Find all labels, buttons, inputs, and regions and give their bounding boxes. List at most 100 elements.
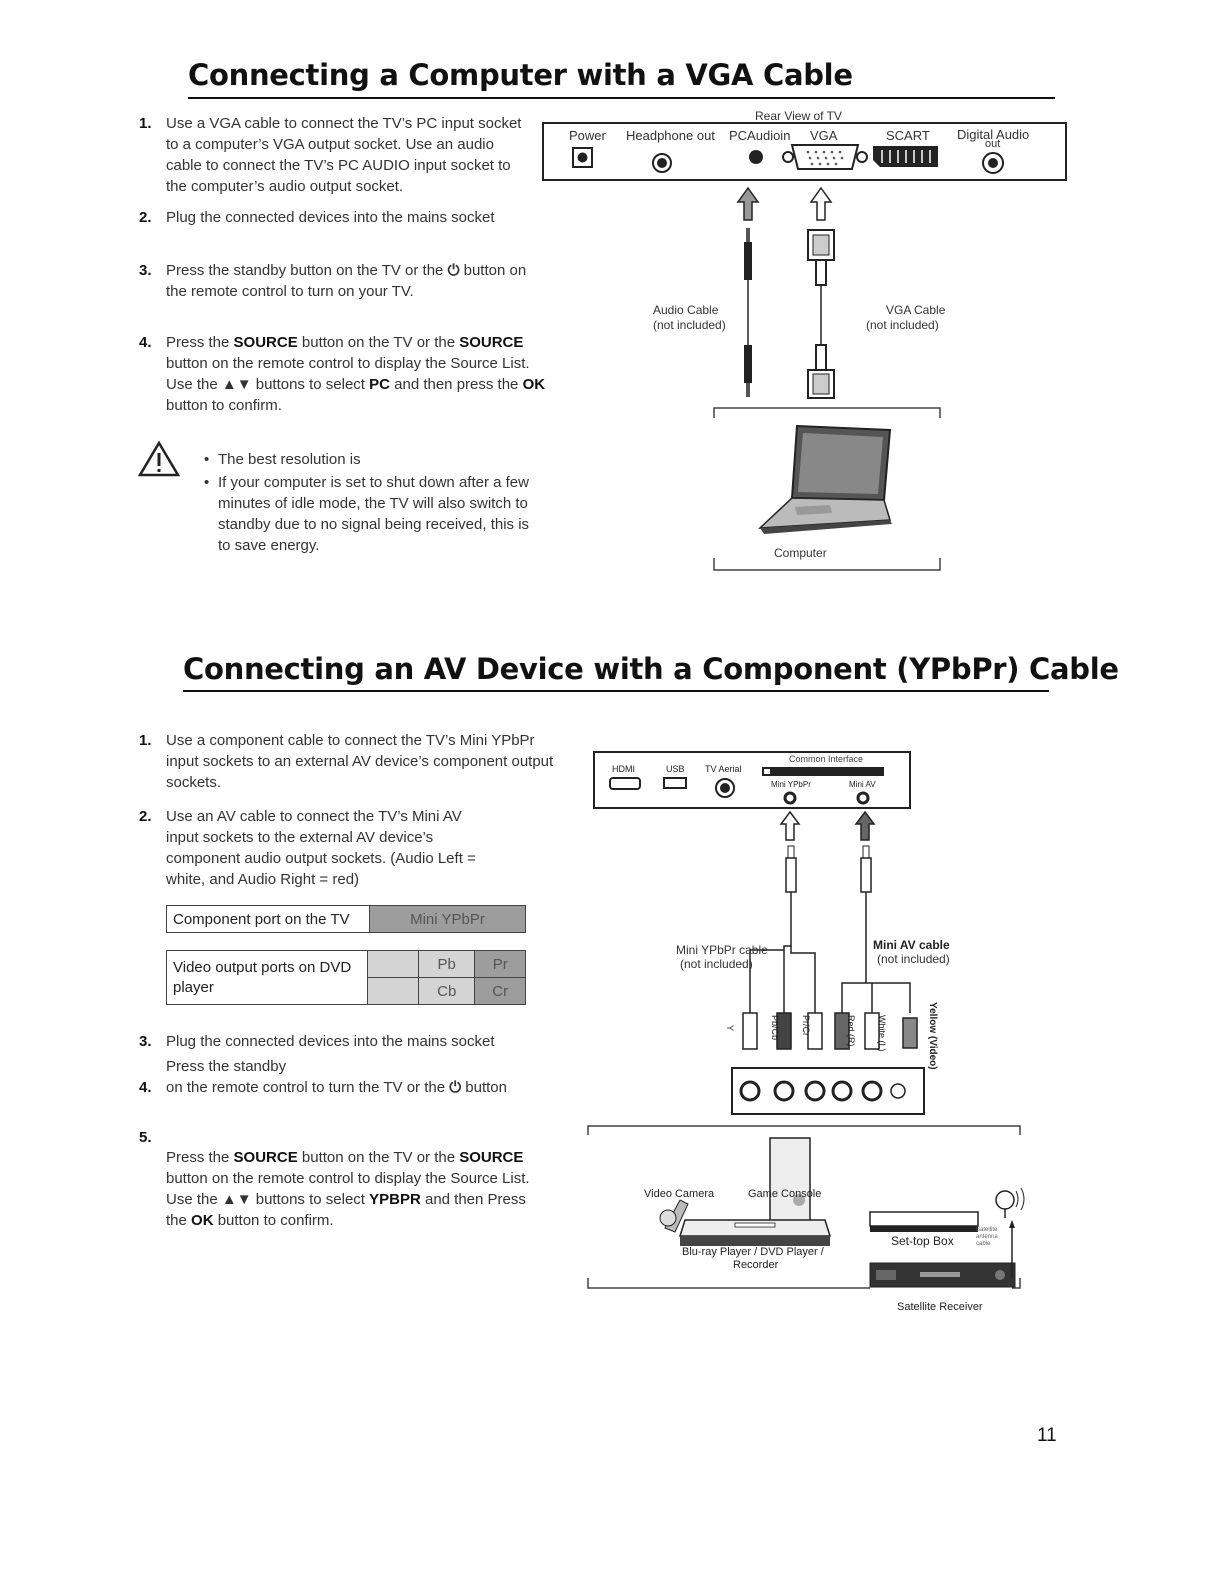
s2-step5-b: button on the TV or the: [297, 1149, 460, 1166]
plug-label-yellow: Yellow (Video): [927, 1002, 938, 1070]
av-cable-label: Mini AV cable: [873, 938, 950, 952]
set-top-box-label: Set-top Box: [891, 1234, 954, 1248]
component-port-value: Mini YPbPr: [369, 905, 526, 933]
s1-step4-d: and then press the: [389, 376, 523, 393]
s1-step1-num: 1.: [139, 115, 152, 132]
usb-port-icon: [663, 777, 687, 789]
s2-step1: 1. Use a component cable to connect the …: [139, 730, 559, 793]
video-camera-label: Video Camera: [644, 1188, 715, 1200]
source-keyword-4: SOURCE: [459, 1149, 524, 1166]
note-item: •The best resolution is: [204, 451, 361, 468]
cell-pb: Pb: [417, 950, 476, 978]
ypbpr-cable-label: Mini YPbPr cable: [676, 943, 768, 957]
satellite-receiver-icon: [869, 1262, 1016, 1288]
port-scart-label: SCART: [886, 128, 930, 143]
s2-step3: 3. Plug the connected devices into the m…: [139, 1031, 559, 1052]
s1-step1-text: Use a VGA cable to connect the TV’s PC i…: [166, 115, 522, 195]
ok-keyword-2: OK: [191, 1212, 214, 1229]
set-top-box-icon: [869, 1211, 979, 1232]
component-port-table: Component port on the TV Mini YPbPr: [166, 905, 526, 933]
plug-label-red: Red (R): [846, 1015, 856, 1047]
s1-step4-num: 4.: [139, 334, 152, 351]
dvd-player-icon: [678, 1219, 832, 1246]
plug-label-pr: Pr/Cr: [801, 1015, 811, 1036]
computer-label: Computer: [774, 546, 827, 560]
dvd-player-label: Blu-ray Player / DVD Player /: [682, 1246, 824, 1258]
cell-y2: [367, 977, 419, 1005]
component-port-label: Component port on the TV: [166, 905, 370, 933]
s1-step3: 3. Press the standby button on the TV or…: [139, 260, 539, 302]
video-output-table: Video output ports on DVD player Pb Pr C…: [166, 950, 526, 1005]
s2-step4-line2b: button: [461, 1079, 507, 1096]
vga-cable-note: (not included): [866, 318, 939, 332]
ypbpr-arrow-icon: [779, 810, 801, 841]
cell-cr: Cr: [474, 977, 526, 1005]
port-digital-audio-label: Digital Audio: [957, 127, 1030, 142]
tv-rear-panel: [542, 122, 1067, 181]
section1-title: Connecting a Computer with a VGA Cable: [188, 58, 853, 92]
power-icon: ⏻: [447, 262, 460, 279]
s2-step4-line1: Press the standby: [166, 1058, 287, 1075]
s2-step2-text: Use an AV cable to connect the TV’s Mini…: [166, 808, 476, 888]
s2-step4: Press the standby 4. on the remote contr…: [139, 1056, 559, 1098]
cell-cb: Cb: [417, 977, 476, 1005]
s1-step4-e: button to confirm.: [166, 397, 282, 414]
s1-notes: •The best resolution is •If your compute…: [204, 449, 534, 556]
tv-side-panel: [593, 751, 911, 809]
satellite-dish-icon: [995, 1187, 1025, 1278]
audio-arrow-icon: [736, 186, 760, 221]
vga-connection-diagram: [713, 186, 941, 571]
vga-cable-label: VGA Cable: [886, 303, 946, 317]
s2-step1-num: 1.: [139, 732, 152, 749]
laptop-icon: [757, 424, 892, 534]
section2-title-rule: [183, 690, 1049, 692]
game-console-icon: [769, 1137, 811, 1235]
s1-step2-num: 2.: [139, 209, 152, 226]
port-power-label: Power: [569, 128, 606, 143]
s2-step2: 2. Use an AV cable to connect the TV’s M…: [139, 806, 479, 890]
audio-cable-note: (not included): [653, 318, 726, 332]
rear-view-label: Rear View of TV: [755, 109, 842, 123]
s2-step3-text: Plug the connected devices into the main…: [166, 1033, 495, 1050]
mini-av-label: Mini AV: [849, 780, 876, 789]
plug-label-y: Y: [725, 1025, 735, 1032]
port-digital-audio-label-2: out: [985, 138, 1001, 150]
s2-step5: Press the SOURCE button on the TV or the…: [139, 1147, 539, 1231]
tv-aerial-label: TV Aerial: [705, 764, 742, 774]
component-connection-diagram: [587, 810, 1025, 1289]
note-item: •If your computer is set to shut down af…: [204, 474, 530, 554]
ypbpr-cable-note: (not included): [680, 957, 753, 971]
s2-step5-c: button on the remote control to display …: [166, 1170, 530, 1208]
usb-label: USB: [666, 764, 685, 774]
s2-step5-num: 5.: [139, 1129, 152, 1146]
common-interface-label: Common Interface: [789, 754, 864, 764]
satellite-receiver-label: Satellite Receiver: [897, 1301, 983, 1313]
section2-title: Connecting an AV Device with a Component…: [183, 652, 1119, 686]
cell-y: [367, 950, 419, 978]
s2-step4-num: 4.: [139, 1079, 152, 1096]
note-text-2: If your computer is set to shut down aft…: [218, 474, 530, 554]
source-keyword: SOURCE: [233, 334, 298, 351]
hdmi-port-icon: [609, 777, 641, 790]
cell-pr: Pr: [474, 950, 526, 978]
note-text-1: The best resolution is: [218, 451, 361, 468]
game-console-label: Game Console: [748, 1188, 822, 1200]
power-icon: ⏻: [449, 1079, 462, 1096]
warning-icon: [138, 440, 180, 477]
ok-keyword: OK: [522, 376, 546, 393]
s1-step3-text-b: button on the remote control to turn on …: [166, 262, 527, 300]
s1-step4-b: button on the TV or the: [297, 334, 460, 351]
s2-step5-e: button to confirm.: [213, 1212, 334, 1229]
common-interface-slot: [762, 767, 884, 776]
s1-step4-a: Press the: [166, 334, 234, 351]
s1-step1: 1. Use a VGA cable to connect the TV’s P…: [139, 113, 524, 197]
s2-step4-line2: on the remote control to turn the TV or …: [166, 1079, 446, 1096]
mini-ypbpr-label: Mini YPbPr: [771, 780, 811, 789]
ypbpr-keyword: YPBPR: [369, 1191, 421, 1208]
s2-step3-num: 3.: [139, 1033, 152, 1050]
av-arrow-icon: [854, 810, 876, 841]
video-camera-icon: [659, 1199, 689, 1233]
av-cable-note: (not included): [877, 952, 950, 966]
section1-title-rule: [188, 97, 1055, 99]
plug-label-white: White (L): [877, 1015, 887, 1052]
